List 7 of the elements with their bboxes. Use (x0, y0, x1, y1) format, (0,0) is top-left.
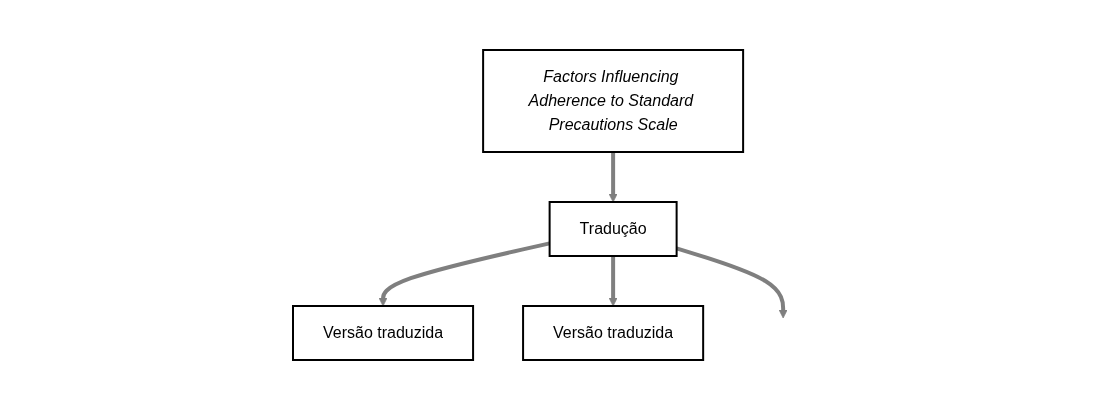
arrow (608, 256, 618, 307)
arrow (608, 152, 618, 203)
node-box: Versão traduzida (522, 305, 705, 361)
node-box: Tradução (548, 201, 678, 257)
node-box: Versão traduzida (291, 305, 474, 361)
arrow (378, 241, 550, 307)
node-box: Factors Influencing Adherence to Standard Precautions Scale (482, 49, 745, 153)
